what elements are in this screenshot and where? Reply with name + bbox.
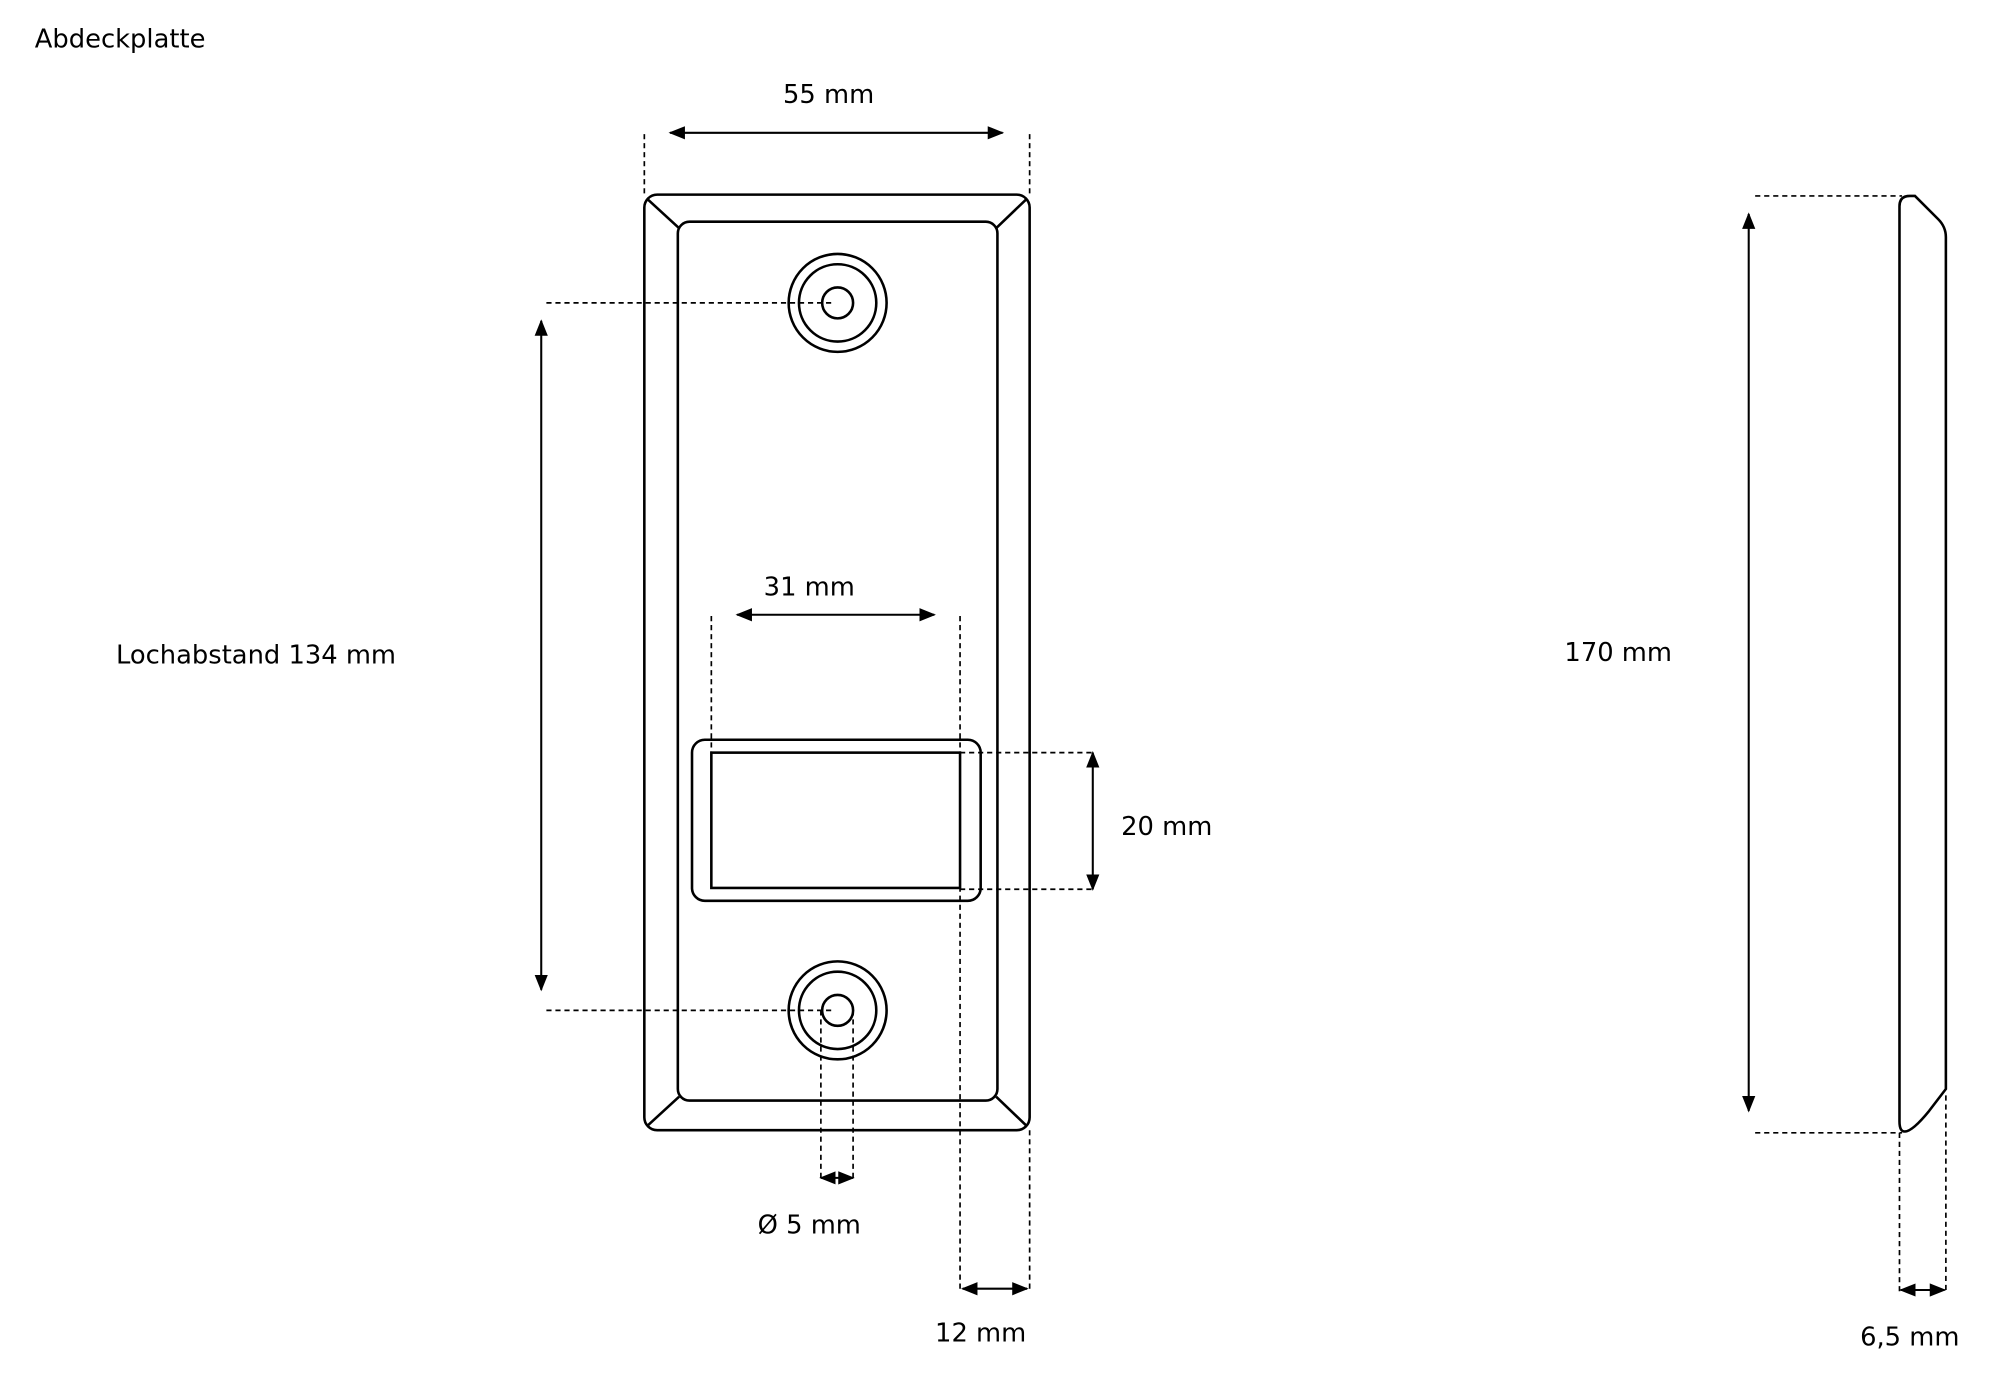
extension-lines <box>546 134 1947 1292</box>
hole-spacing-label: Lochabstand 134 mm <box>116 641 396 671</box>
opening <box>710 751 962 890</box>
plate-outer-edge <box>643 193 1031 1132</box>
front-view <box>643 193 1031 1132</box>
opening-height-label: 20 mm <box>1121 812 1212 842</box>
opening-width-label: 31 mm <box>764 572 855 602</box>
depth-label: 6,5 mm <box>1860 1322 1959 1352</box>
edge-offset-label: 12 mm <box>935 1319 1026 1349</box>
hole-diameter-label: Ø 5 mm <box>758 1210 861 1240</box>
height-label: 170 mm <box>1564 638 1672 668</box>
side-view-profile <box>1898 194 1948 1133</box>
top-screw-hole <box>787 252 888 354</box>
plate-inner-face <box>676 220 999 1102</box>
opening-frame <box>690 738 982 903</box>
width-label: 55 mm <box>783 80 874 110</box>
drawing-title: Abdeckplatte <box>35 25 206 55</box>
dimension-arrows <box>534 126 1947 1297</box>
